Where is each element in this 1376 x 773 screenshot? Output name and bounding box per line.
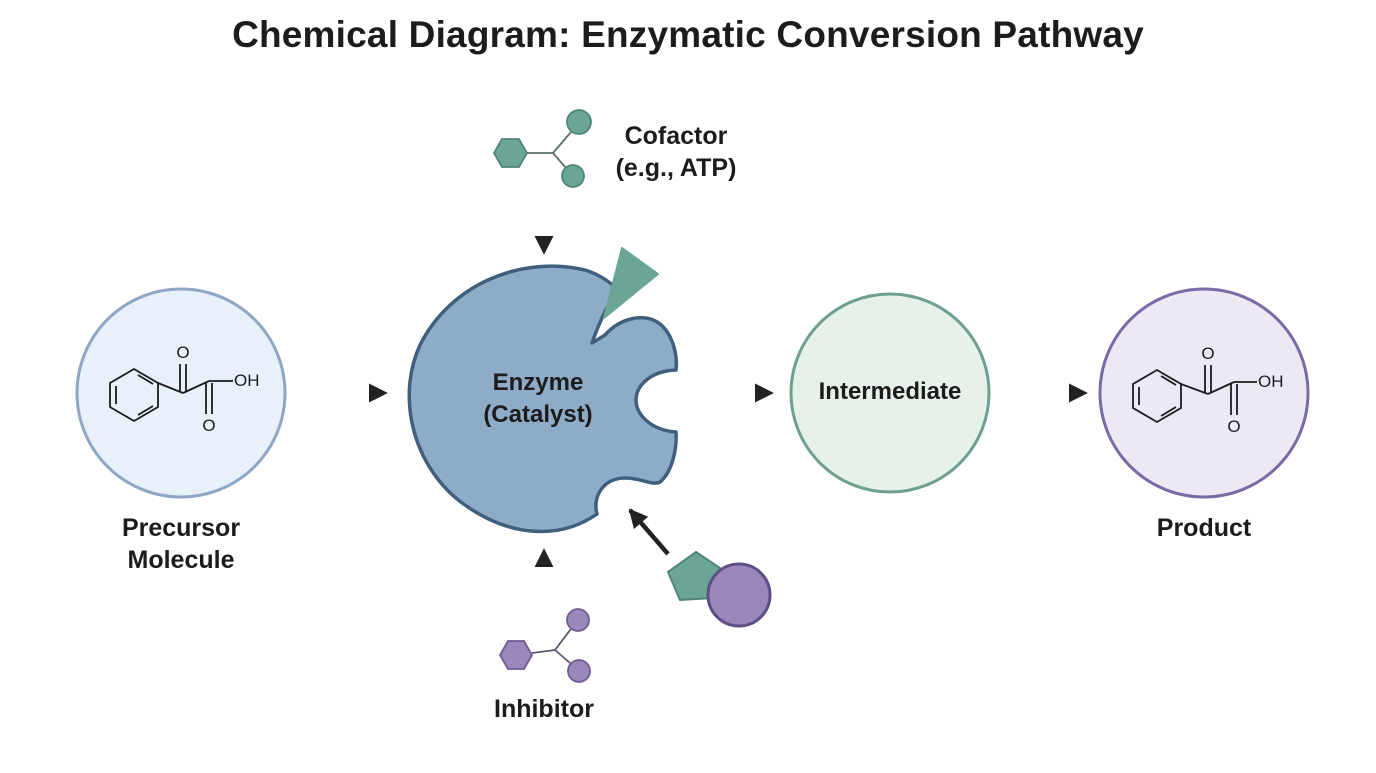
product-label-text: Product (1156, 514, 1252, 542)
modulator-molecule-icon (666, 550, 772, 628)
atom-label: O (202, 416, 215, 435)
atom-label: OH (234, 371, 260, 390)
diagram-title: Chemical Diagram: Enzymatic Conversion P… (232, 14, 1144, 55)
enzyme-label-line1: Enzyme (492, 369, 584, 396)
precursor-label-line2: Molecule (127, 546, 235, 574)
enzyme-label: Enzyme (Catalyst) (438, 367, 638, 431)
inhibitor-label: Inhibitor (444, 693, 644, 725)
atom-label: O (1201, 344, 1214, 363)
product-label: Product (1104, 512, 1304, 544)
enzyme-label-line2: (Catalyst) (483, 401, 593, 428)
enzyme-node (407, 264, 679, 534)
cofactor-molecule-icon (492, 109, 592, 188)
intermediate-label-text: Intermediate (818, 378, 962, 405)
product-structure-icon (1132, 365, 1257, 424)
intermediate-node (789, 292, 991, 494)
intermediate-label: Intermediate (790, 376, 990, 408)
atom-label: O (1227, 417, 1240, 436)
precursor-label-line1: Precursor (121, 514, 241, 542)
cofactor-label-line1: Cofactor (624, 122, 728, 150)
cofactor-label-line2: (e.g., ATP) (615, 154, 737, 182)
inhibitor-molecule-icon (498, 608, 591, 683)
precursor-label: Precursor Molecule (81, 512, 281, 576)
cofactor-label: Cofactor (e.g., ATP) (586, 120, 766, 184)
substrate-wedge-icon (603, 247, 659, 319)
atom-label: OH (1258, 372, 1284, 391)
precursor-structure-icon (109, 364, 233, 423)
atom-label: O (176, 343, 189, 362)
inhibitor-label-text: Inhibitor (494, 695, 594, 723)
arrow-modulator-to-enzyme (628, 508, 670, 556)
